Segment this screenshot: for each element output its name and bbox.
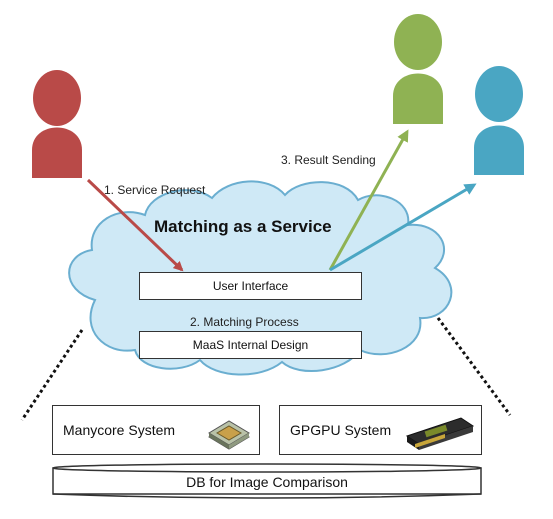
result-sending-arrow-blue [329,183,477,272]
step-service-request-label: 1. Service Request [104,183,206,197]
gpgpu-system-box: GPGPU System [279,405,482,455]
database-cylinder [52,463,482,499]
diagram-title: Matching as a Service [154,217,332,236]
service-request-arrow [86,178,184,272]
user-interface-label: User Interface [212,279,289,293]
maas-internal-design-box: MaaS Internal Design [139,331,362,359]
step-result-sending-label: 3. Result Sending [281,153,376,167]
result-sending-arrow-green [328,129,409,271]
dotted-connector-left [20,329,84,421]
maas-internal-design-label: MaaS Internal Design [192,338,309,352]
manycore-system-box: Manycore System [52,405,260,455]
cpu-chip-icon [208,420,250,450]
gpgpu-system-label: GPGPU System [290,422,392,438]
dotted-connector-right [436,317,512,416]
receiver-blue-person-icon [474,66,524,175]
requester-person-icon [32,70,82,178]
user-interface-box: User Interface [139,272,362,300]
manycore-system-label: Manycore System [63,422,176,438]
receiver-green-person-icon [393,14,443,124]
gpu-card-icon [405,417,475,450]
step-matching-process-label: 2. Matching Process [190,315,299,329]
database-label: DB for Image Comparison [186,474,348,490]
